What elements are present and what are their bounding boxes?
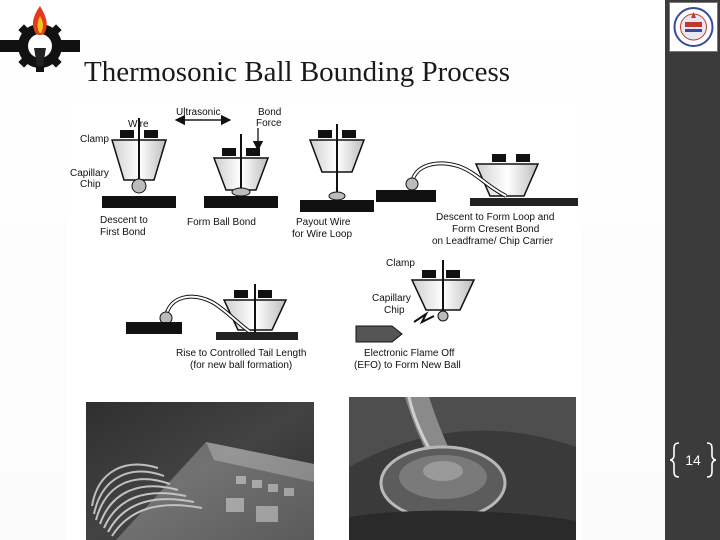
label-step4-b: Form Cresent Bond [452, 224, 539, 235]
label-clamp-top: Clamp [80, 134, 109, 145]
sem-photo-wire-array [86, 402, 314, 540]
label-step5-b: (for new ball formation) [190, 360, 292, 371]
label-step3-b: for Wire Loop [292, 229, 352, 240]
label-step4-c: on Leadframe/ Chip Carrier [432, 236, 554, 247]
sem-photo-ball-bond [349, 396, 576, 540]
stage-form-ball-bond [174, 114, 278, 208]
page-number: 14 [685, 452, 701, 468]
label-bond-1: Bond [258, 107, 281, 118]
label-chip-mid: Chip [384, 305, 405, 316]
page-number-frame: 14 [669, 440, 717, 480]
stage-descent-first-bond [102, 118, 176, 208]
label-chip-top: Chip [80, 179, 101, 190]
label-clamp-mid: Clamp [386, 258, 415, 269]
label-step6-b: (EFO) to Form New Ball [354, 360, 461, 371]
label-step5-a: Rise to Controlled Tail Length [176, 348, 306, 359]
institution-logo-icon [0, 2, 84, 74]
label-step2: Form Ball Bond [187, 217, 256, 228]
label-step1-b: First Bond [100, 227, 146, 238]
stage-electronic-flame-off [355, 260, 476, 343]
label-step1-a: Descent to [100, 215, 148, 226]
label-step3-a: Payout Wire [296, 217, 351, 228]
label-step6-a: Electronic Flame Off [364, 348, 455, 359]
label-force: Force [256, 118, 282, 129]
label-wire: Wire [128, 119, 149, 130]
stage-payout-wire [300, 124, 374, 212]
university-seal-icon [669, 2, 718, 52]
label-capillary-top: Capillary [70, 168, 109, 179]
label-ultrasonic: Ultrasonic [176, 107, 220, 118]
slide-title: Thermosonic Ball Bounding Process [84, 56, 511, 88]
stage-descent-form-loop [376, 154, 578, 206]
label-capillary-mid: Capillary [372, 293, 411, 304]
stage-rise-tail-length [126, 284, 298, 340]
label-step4-a: Descent to Form Loop and [436, 212, 554, 223]
